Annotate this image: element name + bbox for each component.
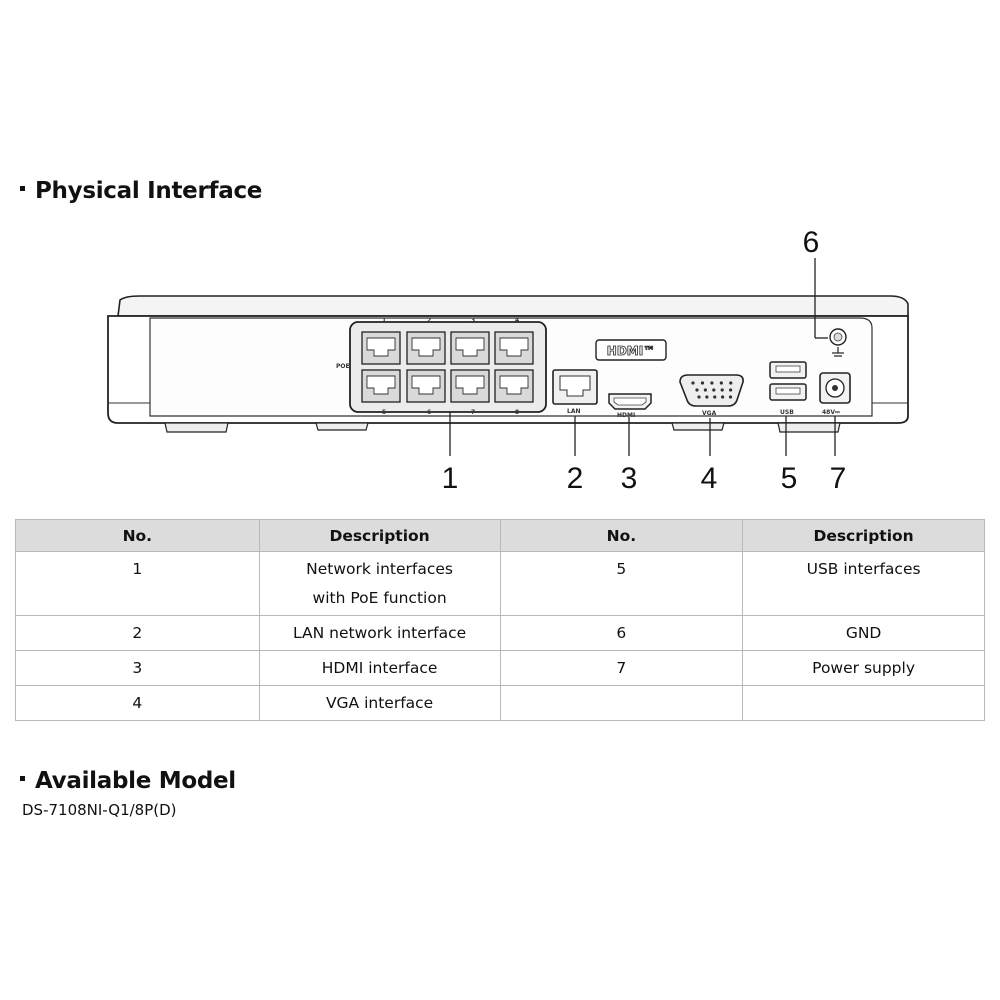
port-number-2: 2 <box>427 317 431 324</box>
available-model-heading: Available Model <box>20 768 236 794</box>
poe-port-8 <box>494 369 534 403</box>
vga-pin-1 <box>691 381 695 385</box>
vga-pin-10 <box>729 388 733 392</box>
ground-icon <box>829 328 847 357</box>
vga-pin-8 <box>712 388 716 392</box>
table-cell: 1 <box>15 551 260 616</box>
power-label: 48V⎓ <box>822 409 840 416</box>
foot-left <box>164 422 229 433</box>
physical-interface-heading: Physical Interface <box>20 178 262 204</box>
port-number-4: 4 <box>515 317 519 324</box>
hdmi-label: HDMI <box>617 412 635 419</box>
header-description-left: Description <box>258 519 501 552</box>
poe-port-5 <box>361 369 401 403</box>
vga-pin-11 <box>697 395 701 399</box>
table-cell: VGA interface <box>258 685 501 721</box>
vga-pin-13 <box>713 395 717 399</box>
port-number-6: 6 <box>427 409 431 416</box>
poe-label: POE <box>336 363 350 370</box>
vga-pin-9 <box>720 388 724 392</box>
header-description-right: Description <box>742 519 985 552</box>
port-number-7: 7 <box>471 409 475 416</box>
poe-port-6 <box>406 369 446 403</box>
table-cell: 4 <box>15 685 260 721</box>
vga-pin-14 <box>721 395 725 399</box>
table-row: 3 HDMI interface 7 Power supply <box>15 650 985 686</box>
vga-label: VGA <box>702 410 717 417</box>
table-cell: 5 <box>499 551 744 616</box>
header-no-right: No. <box>499 519 744 552</box>
poe-port-1 <box>361 331 401 365</box>
callout-4: 4 <box>701 462 718 495</box>
port-number-5: 5 <box>382 409 386 416</box>
callout-1: 1 <box>442 462 459 495</box>
table-cell: USB interfaces <box>742 551 985 616</box>
callout-2: 2 <box>567 462 584 495</box>
hdmi-logo-text: HDMI™ <box>607 344 655 358</box>
table-cell <box>742 685 985 721</box>
lan-label: LAN <box>567 408 581 415</box>
table-row: 1 Network interfaces with PoE function 5… <box>15 551 985 616</box>
table-cell: HDMI interface <box>258 650 501 686</box>
vga-pin-4 <box>719 381 723 385</box>
table-cell: GND <box>742 615 985 651</box>
model-name: DS-7108NI-Q1/8P(D) <box>22 801 177 819</box>
port-number-3: 3 <box>471 317 475 324</box>
interface-table: No. Description No. Description 1 Networ… <box>15 519 985 721</box>
bullet-icon <box>20 776 25 781</box>
hdmi-logo <box>595 339 667 361</box>
vga-port <box>679 374 744 407</box>
foot-right <box>777 422 841 433</box>
vga-pin-5 <box>729 381 733 385</box>
chassis-top <box>117 295 909 317</box>
table-cell <box>499 685 744 721</box>
table-cell: LAN network interface <box>258 615 501 651</box>
device-rear-panel-diagram: POE 1 2 3 4 5 6 7 8 LAN HDMI™ HDMI VGA U… <box>107 226 909 495</box>
vga-pin-15 <box>728 395 733 399</box>
table-cell: Network interfaces with PoE function <box>258 551 501 616</box>
vga-pin-3 <box>710 381 714 385</box>
foot-mid-left <box>315 422 369 431</box>
usb-label: USB <box>780 409 794 416</box>
callout-7: 7 <box>830 462 847 495</box>
port-number-8: 8 <box>515 409 519 416</box>
poe-port-4 <box>494 331 534 365</box>
physical-interface-heading-text: Physical Interface <box>35 178 263 204</box>
table-cell: 2 <box>15 615 260 651</box>
port-number-1: 1 <box>382 317 386 324</box>
callout-3: 3 <box>621 462 638 495</box>
poe-port-7 <box>450 369 490 403</box>
table-row: 4 VGA interface <box>15 685 985 721</box>
table-cell: 6 <box>499 615 744 651</box>
foot-mid-right <box>671 422 725 431</box>
table-cell: 7 <box>499 650 744 686</box>
vga-pin-7 <box>703 388 708 392</box>
poe-port-3 <box>450 331 490 365</box>
table-row: 2 LAN network interface 6 GND <box>15 615 985 651</box>
table-cell: Power supply <box>742 650 985 686</box>
available-model-heading-text: Available Model <box>35 768 236 794</box>
poe-port-2 <box>406 331 446 365</box>
vga-pin-6 <box>695 388 699 392</box>
vga-pin-12 <box>705 395 709 399</box>
table-header-row: No. Description No. Description <box>15 519 985 552</box>
table-cell: 3 <box>15 650 260 686</box>
header-no-left: No. <box>15 519 260 552</box>
callout-5: 5 <box>781 462 798 495</box>
vga-pin-2 <box>700 381 705 385</box>
bullet-icon <box>20 186 25 191</box>
callout-6: 6 <box>803 226 820 259</box>
